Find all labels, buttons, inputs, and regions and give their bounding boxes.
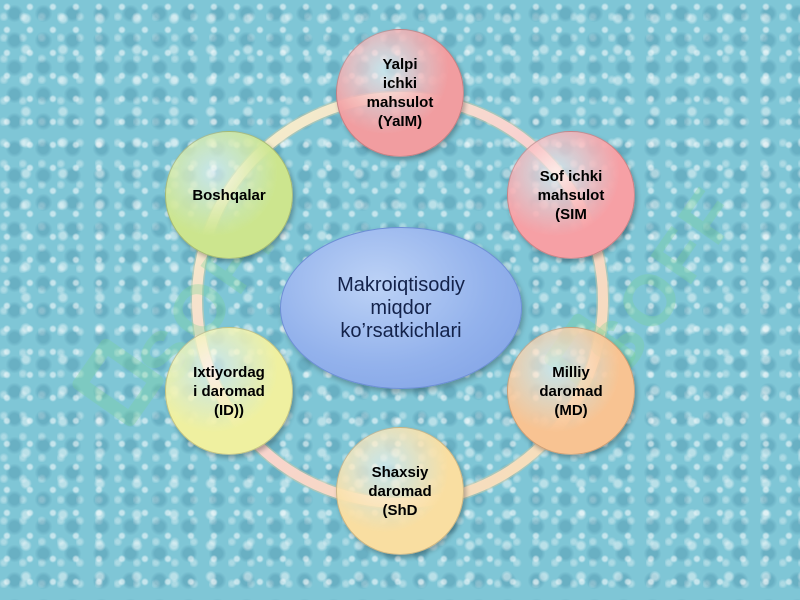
node-shd: Shaxsiy daromad (ShD xyxy=(336,427,464,555)
node-boshqalar: Boshqalar xyxy=(165,131,293,259)
node-label: Boshqalar xyxy=(192,186,266,204)
center-node-label: Makroiqtisodiy miqdor ko’rsatkichlari xyxy=(337,273,465,342)
center-node-macro-indicators: Makroiqtisodiy miqdor ko’rsatkichlari xyxy=(280,227,522,389)
node-yalm: Yalpi ichki mahsulot (YaIM) xyxy=(336,29,464,157)
node-label: Milliy daromad (MD) xyxy=(539,363,603,419)
node-label: Ixtiyordag i daromad (ID)) xyxy=(193,363,265,419)
node-md: Milliy daromad (MD) xyxy=(507,327,635,455)
node-label: Shaxsiy daromad (ShD xyxy=(368,463,432,519)
node-label: Sof ichki mahsulot (SIM xyxy=(537,167,605,223)
node-id: Ixtiyordag i daromad (ID)) xyxy=(165,327,293,455)
node-sim: Sof ichki mahsulot (SIM xyxy=(507,131,635,259)
node-label: Yalpi ichki mahsulot (YaIM) xyxy=(366,56,434,130)
